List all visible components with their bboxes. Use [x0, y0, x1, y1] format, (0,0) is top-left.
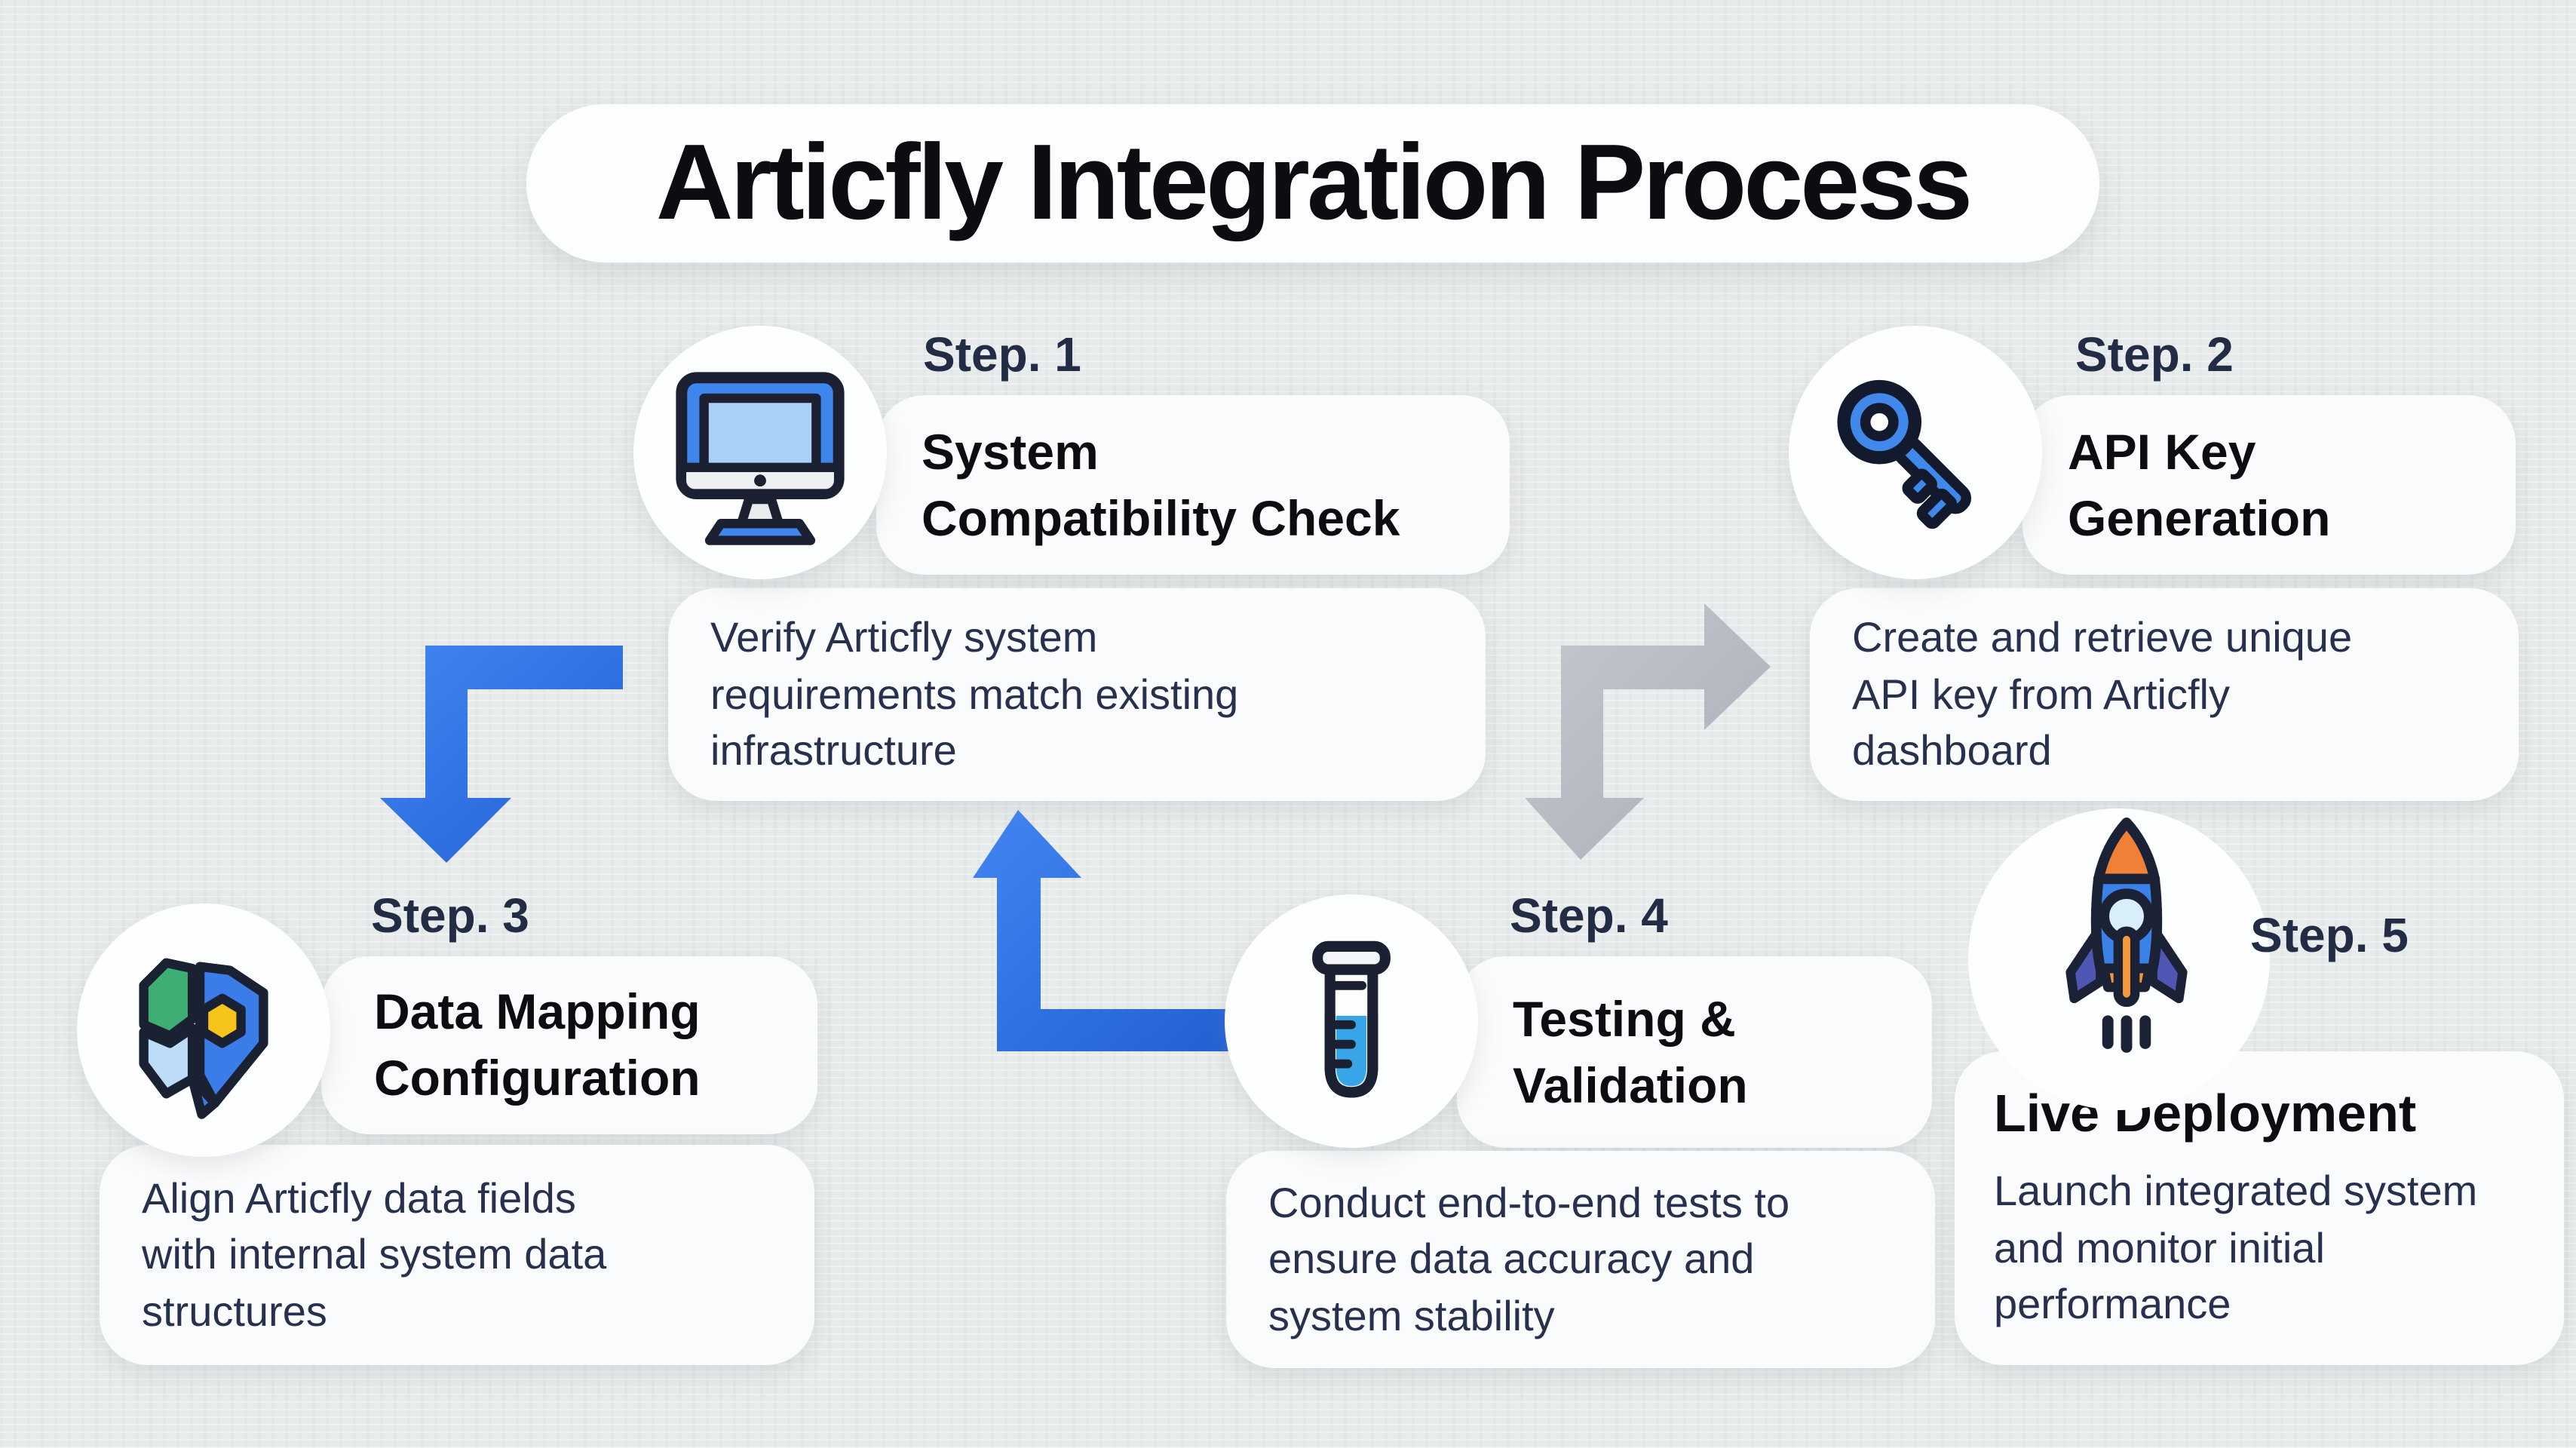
step5-card: Live Deployment Launch integrated system… — [1955, 1051, 2564, 1365]
step1-description: Verify Articfly system requirements matc… — [710, 614, 1239, 775]
step2-title: API Key Generation — [2068, 423, 2331, 545]
step4-title-card: Testing & Validation — [1457, 956, 1932, 1148]
arrow-step1-to-step3-icon — [380, 646, 623, 863]
step3-title-card: Data Mapping Configuration — [321, 956, 817, 1134]
step3-description: Align Articfly data fields with internal… — [142, 1174, 607, 1335]
step3-label: Step. 3 — [371, 888, 529, 943]
test-tube-icon — [1312, 940, 1391, 1098]
step2-title-card: API Key Generation — [2022, 395, 2516, 575]
title-banner: Articfly Integration Process — [526, 104, 2099, 262]
step1-title: System Compatibility Check — [922, 423, 1400, 545]
step2-icon-circle — [1789, 326, 2042, 579]
desktop-computer-icon — [676, 372, 845, 545]
step1-label: Step. 1 — [923, 327, 1081, 382]
step2-description-card: Create and retrieve unique API key from … — [1810, 588, 2519, 801]
step4-title: Testing & Validation — [1513, 990, 1748, 1112]
rocket-icon — [2065, 818, 2188, 1053]
step5-label: Step. 5 — [2250, 908, 2409, 962]
step3-title: Data Mapping Configuration — [374, 983, 701, 1106]
step4-description-card: Conduct end-to-end tests to ensure data … — [1226, 1151, 1935, 1368]
step1-icon-circle — [633, 326, 887, 579]
map-icon — [139, 958, 268, 1119]
step2-description: Create and retrieve unique API key from … — [1852, 614, 2353, 775]
page-title: Articfly Integration Process — [655, 124, 1973, 243]
step1-description-card: Verify Articfly system requirements matc… — [668, 588, 1486, 801]
rocket-icon-box — [2033, 811, 2220, 1092]
step4-description: Conduct end-to-end tests to ensure data … — [1268, 1179, 1790, 1339]
step3-description-card: Align Articfly data fields with internal… — [100, 1145, 814, 1365]
step4-label: Step. 4 — [1510, 888, 1668, 943]
step5-description: Launch integrated system and monitor ini… — [1994, 1167, 2478, 1328]
step1-title-card: System Compatibility Check — [876, 395, 1510, 575]
step3-icon-circle — [77, 903, 330, 1157]
arrow-step2-to-step4-icon — [1525, 603, 1771, 860]
key-icon — [1837, 379, 1972, 529]
arrow-step4-to-step1-icon — [973, 810, 1229, 1051]
step4-icon-circle — [1225, 894, 1478, 1148]
step2-label: Step. 2 — [2075, 327, 2234, 382]
